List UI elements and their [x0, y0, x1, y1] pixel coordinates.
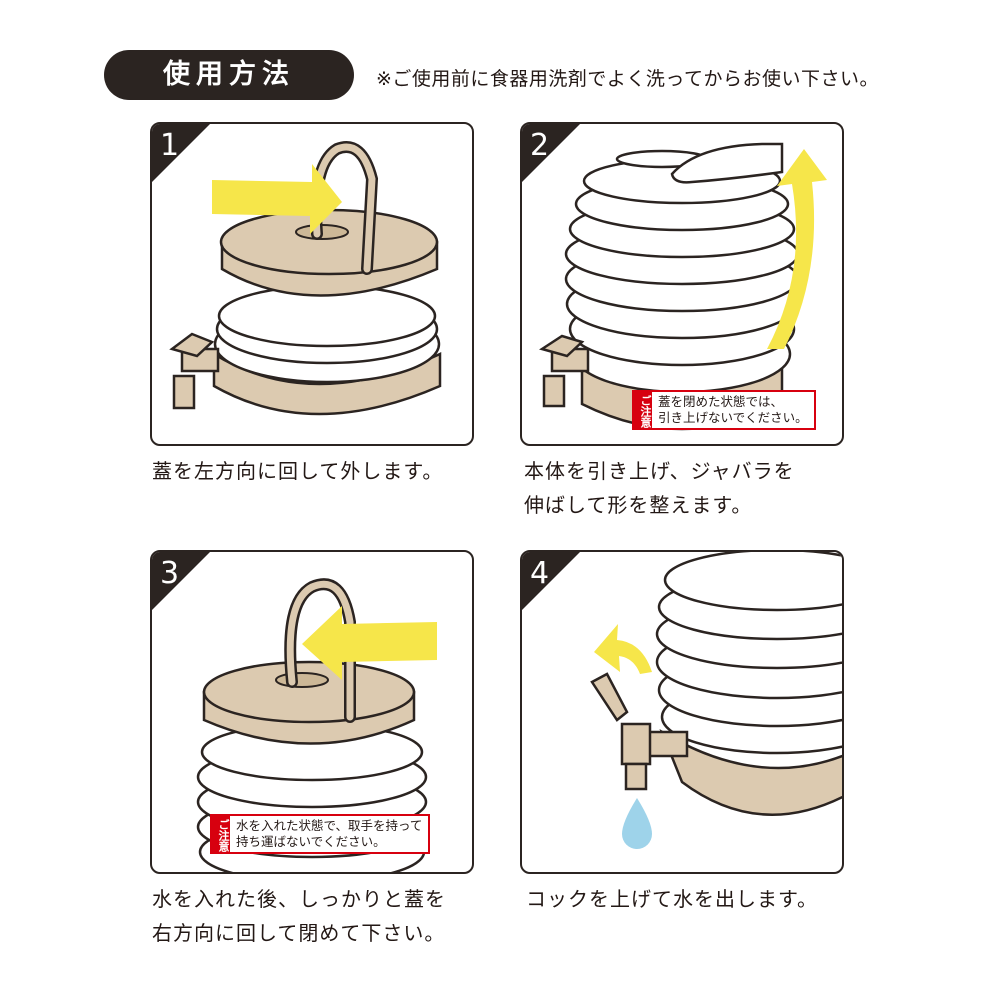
step-1-caption: 蓋を左方向に回して外します。	[152, 459, 444, 483]
step-4-illustration	[590, 552, 842, 849]
step-1-illustration	[169, 141, 442, 416]
water-drop-icon	[622, 798, 652, 849]
step-1-panel: 1	[150, 122, 474, 446]
pre-use-note: ※ご使用前に食器用洗剤でよく洗ってからお使い下さい。	[376, 68, 879, 90]
step-number: 4	[530, 556, 550, 591]
step-number: 2	[530, 128, 550, 163]
page-title: 使用方法	[163, 59, 295, 90]
step-2-panel: 2 ご注意 蓋を閉めた状態では、 引き上げないでください。	[520, 122, 844, 446]
arrow-right-icon	[212, 164, 342, 234]
step-3-caption: 水を入れた後、しっかりと蓋を 右方向に回して閉めて下さい。	[152, 887, 446, 945]
step-number: 1	[160, 128, 180, 163]
title-badge: 使用方法	[104, 50, 354, 100]
caution-text: 水を入れた状態で、取手を持って 持ち運ばないでください。	[236, 818, 423, 849]
caution-text: 蓋を閉めた状態では、 引き上げないでください。	[658, 394, 808, 425]
tap-icon	[169, 332, 220, 410]
step-3-panel: 3 ご注意 水を入れた状態で、取手を持って 持ち運ばないでください。	[150, 550, 474, 874]
curved-arrow-icon	[594, 624, 652, 674]
caution-box: ご注意 蓋を閉めた状態では、 引き上げないでください。	[632, 390, 816, 430]
step-2-caption: 本体を引き上げ、ジャバラを 伸ばして形を整えます。	[524, 459, 795, 517]
arrow-up-icon	[767, 149, 827, 349]
step-4-panel: 4	[520, 550, 844, 874]
caution-box: ご注意 水を入れた状態で、取手を持って 持ち運ばないでください。	[210, 814, 431, 854]
caution-tag: ご注意	[634, 392, 652, 428]
arrow-left-icon	[302, 606, 437, 680]
step-number: 3	[160, 556, 180, 591]
hand-icon	[670, 142, 784, 184]
step-2-illustration	[539, 142, 827, 431]
caution-tag: ご注意	[212, 816, 230, 852]
step-4-caption: コックを上げて水を出します。	[526, 887, 818, 911]
